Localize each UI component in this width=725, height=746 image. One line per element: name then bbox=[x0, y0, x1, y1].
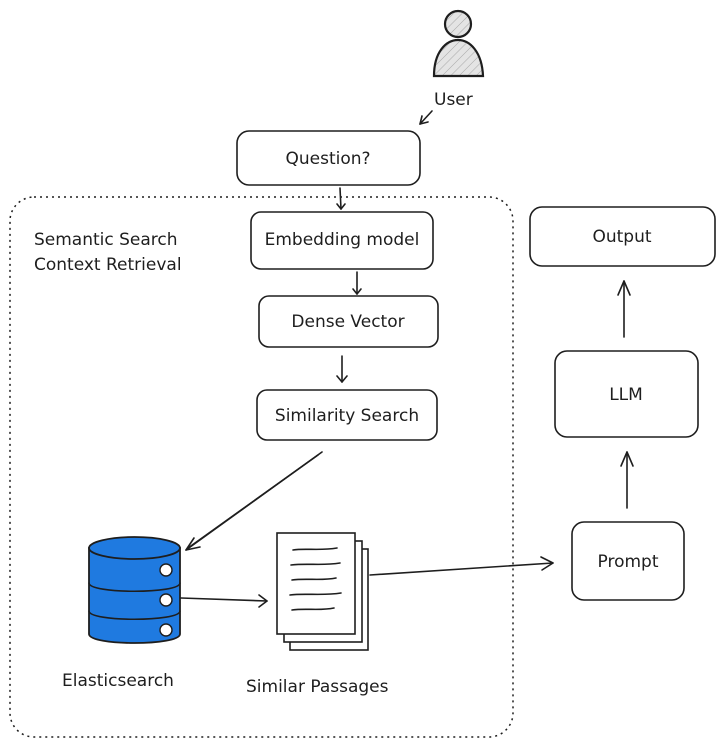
similar-passages-label: Similar Passages bbox=[246, 677, 389, 697]
elasticsearch-label: Elasticsearch bbox=[62, 671, 174, 691]
dense-vector-node: Dense Vector bbox=[258, 295, 439, 348]
arrow-llm-to-output bbox=[617, 280, 631, 338]
arrow-similarity-to-elasticsearch bbox=[185, 451, 323, 551]
semantic-search-group bbox=[9, 196, 514, 738]
embedding-model-label: Embedding model bbox=[265, 230, 420, 250]
question-node: Question? bbox=[236, 130, 421, 186]
similarity-search-node: Similarity Search bbox=[256, 389, 438, 441]
arrow-embedding-to-dense bbox=[352, 271, 362, 295]
embedding-model-node: Embedding model bbox=[250, 211, 434, 270]
dense-vector-label: Dense Vector bbox=[291, 312, 404, 332]
group-title-line2: Context Retrieval bbox=[34, 255, 182, 275]
arrow-prompt-to-llm bbox=[620, 451, 634, 509]
llm-node: LLM bbox=[554, 350, 699, 438]
arrow-question-to-embedding bbox=[336, 187, 346, 210]
arrow-elasticsearch-to-passages bbox=[180, 594, 268, 608]
documents-icon bbox=[276, 532, 369, 651]
prompt-node: Prompt bbox=[571, 521, 685, 601]
llm-label: LLM bbox=[609, 385, 643, 405]
user-label: User bbox=[434, 90, 473, 110]
arrow-passages-to-prompt bbox=[369, 556, 554, 576]
arrow-dense-to-similarity bbox=[336, 355, 348, 383]
output-label: Output bbox=[592, 227, 651, 247]
question-label: Question? bbox=[285, 149, 370, 169]
similarity-search-label: Similarity Search bbox=[275, 406, 419, 426]
user-icon bbox=[432, 9, 485, 78]
prompt-label: Prompt bbox=[598, 552, 659, 572]
group-title-line1: Semantic Search bbox=[34, 230, 178, 250]
output-node: Output bbox=[529, 206, 716, 267]
elasticsearch-database-icon bbox=[88, 536, 181, 644]
arrow-user-to-question bbox=[419, 110, 433, 125]
